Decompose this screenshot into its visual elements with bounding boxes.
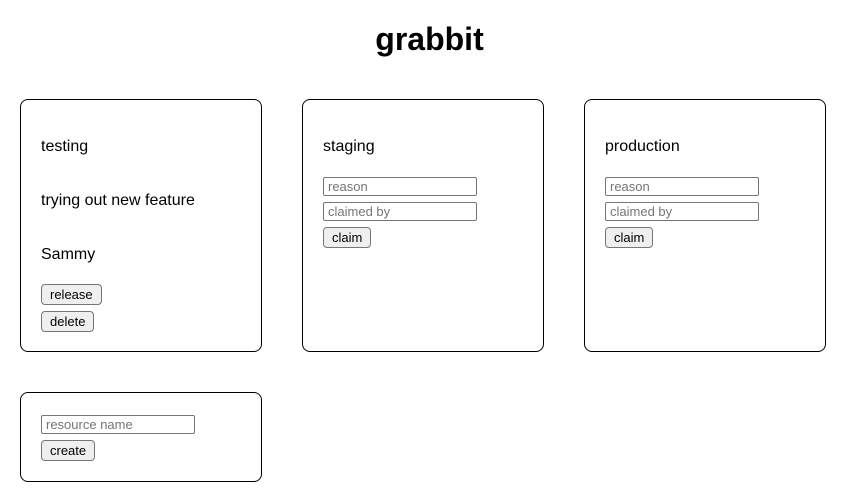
resource-name: testing bbox=[41, 137, 89, 155]
delete-button[interactable]: delete bbox=[41, 310, 95, 332]
create-form: create bbox=[41, 414, 241, 461]
claimed-by-input[interactable] bbox=[605, 201, 759, 221]
create-button[interactable]: create bbox=[41, 439, 96, 461]
resource-card-production: production claim bbox=[584, 98, 826, 352]
claimed-by-input[interactable] bbox=[323, 201, 477, 221]
resource-name: production bbox=[605, 137, 680, 155]
release-button[interactable]: release bbox=[41, 283, 102, 305]
resource-name-input[interactable] bbox=[41, 414, 195, 434]
reason-input[interactable] bbox=[323, 176, 477, 196]
app-title: grabbit bbox=[375, 21, 484, 57]
claim-reason-text: trying out new feature bbox=[41, 191, 195, 209]
resource-grid: testing trying out new feature Sammy rel… bbox=[0, 79, 859, 502]
claimed-by-text: Sammy bbox=[41, 245, 96, 263]
claim-form: claim bbox=[605, 176, 805, 248]
claim-button[interactable]: claim bbox=[605, 226, 654, 248]
resource-card-staging: staging claim bbox=[302, 98, 544, 352]
claim-button[interactable]: claim bbox=[323, 226, 372, 248]
claim-form: claim bbox=[323, 176, 523, 248]
resource-name: staging bbox=[323, 137, 375, 155]
resource-card-testing: testing trying out new feature Sammy rel… bbox=[20, 98, 262, 352]
resource-actions: release delete bbox=[41, 283, 241, 332]
create-resource-card: create bbox=[20, 391, 262, 482]
reason-input[interactable] bbox=[605, 176, 759, 196]
